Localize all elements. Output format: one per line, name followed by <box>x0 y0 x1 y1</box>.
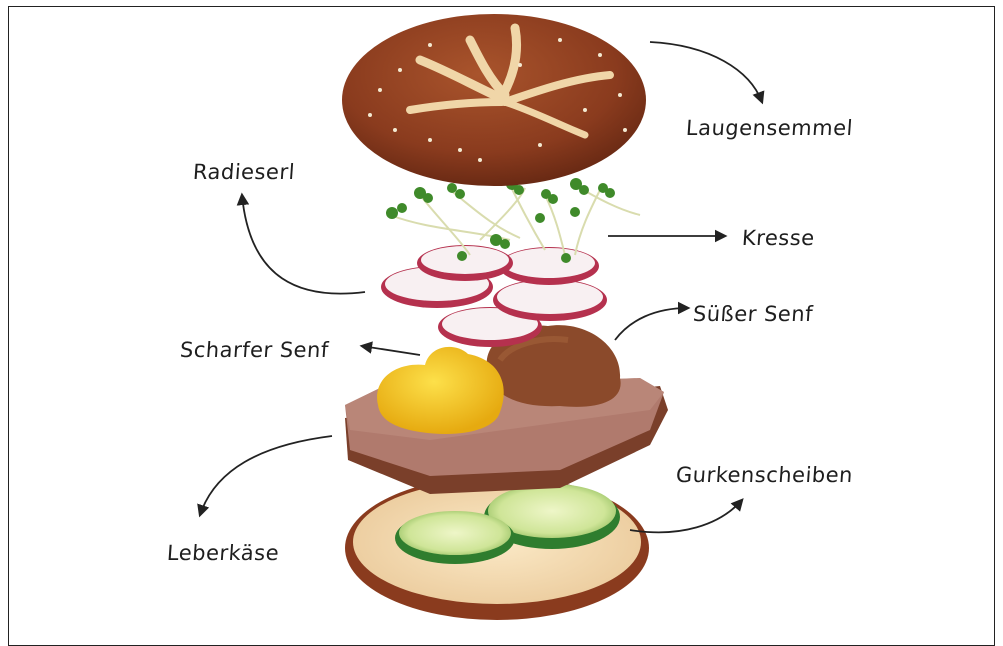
hot-mustard-blob <box>377 347 504 434</box>
label-laugensemmel: Laugensemmel <box>685 116 854 140</box>
label-radieserl: Radieserl <box>192 160 296 184</box>
label-leberkaese: Leberkäse <box>166 541 280 565</box>
label-gurkenscheiben: Gurkenscheiben <box>675 463 854 487</box>
arrow-radieserl <box>242 195 365 294</box>
arrow-suesser-senf <box>615 308 688 340</box>
arrow-scharfer-senf <box>362 346 420 355</box>
label-suesser-senf: Süßer Senf <box>692 302 814 326</box>
label-scharfer-senf: Scharfer Senf <box>179 338 329 362</box>
pretzel-bun-top <box>342 14 646 186</box>
arrow-laugensemmel <box>650 42 762 102</box>
label-kresse: Kresse <box>741 226 815 250</box>
arrow-leberkaese <box>200 436 332 515</box>
arrow-gurkenscheiben <box>630 500 742 532</box>
